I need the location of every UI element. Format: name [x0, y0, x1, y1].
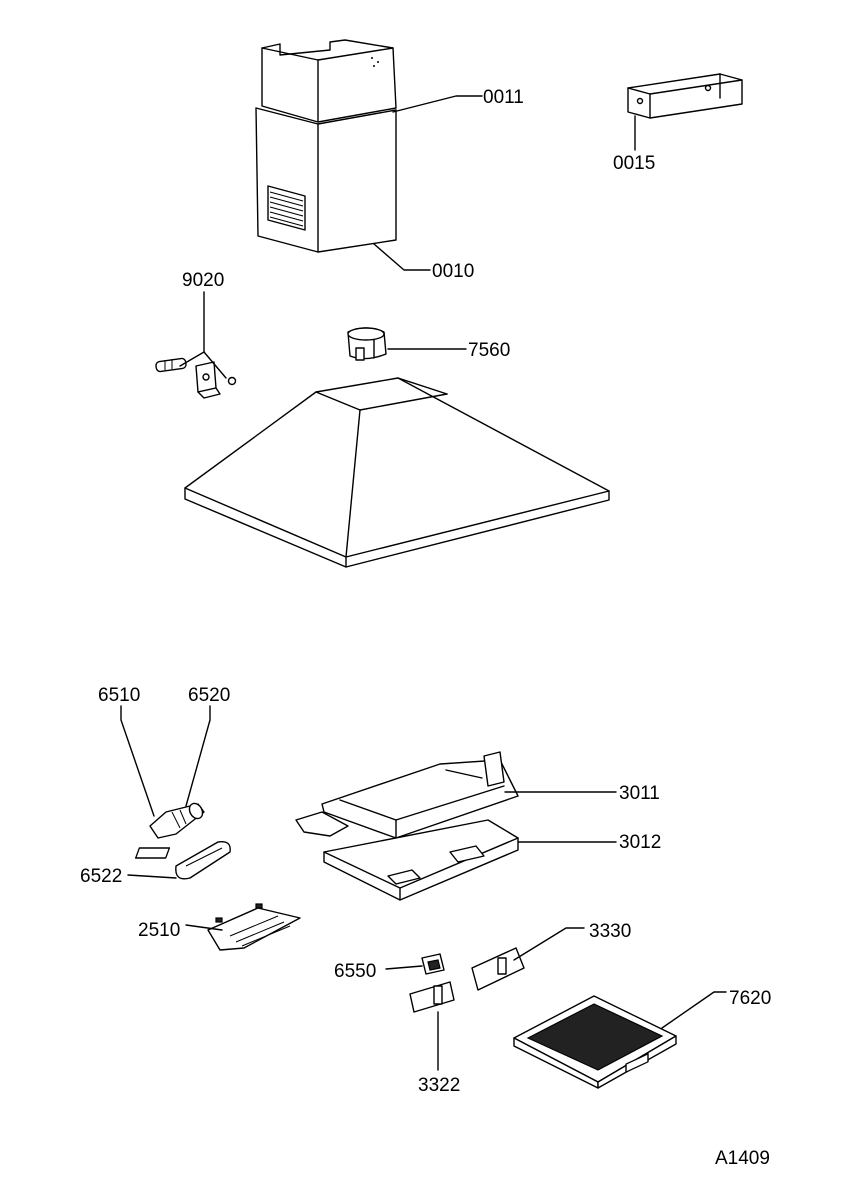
- label-6520: 6520: [188, 685, 230, 706]
- diagram-code: A1409: [715, 1148, 770, 1169]
- label-7560: 7560: [468, 340, 510, 361]
- label-0011: 0011: [483, 87, 524, 108]
- label-0015: 0015: [613, 153, 655, 174]
- label-9020: 9020: [182, 270, 224, 291]
- part-0015-wall-bracket: [627, 73, 743, 119]
- vent-grille: [267, 185, 306, 231]
- label-0010: 0010: [432, 261, 474, 282]
- label-3012: 3012: [619, 832, 661, 853]
- part-0010-lower-chimney: [255, 107, 397, 253]
- part-3322-button-cap: [409, 981, 455, 1013]
- label-7620: 7620: [729, 988, 771, 1009]
- label-3330: 3330: [589, 921, 631, 942]
- label-3322: 3322: [418, 1075, 460, 1096]
- label-6550: 6550: [334, 961, 376, 982]
- part-0011-upper-chimney: [261, 39, 397, 123]
- label-6510: 6510: [98, 685, 140, 706]
- part-6522-lamp-lens: [175, 841, 231, 880]
- label-2510: 2510: [138, 920, 180, 941]
- part-9020-fixing-kit: [155, 357, 237, 399]
- part-3012-filter-frame: [134, 819, 519, 901]
- part-7560-motor: [347, 327, 387, 361]
- leader-lines: [120, 95, 727, 1071]
- hood-canopy: [184, 377, 610, 568]
- part-3330-push-button: [471, 947, 525, 991]
- label-3011: 3011: [619, 783, 660, 804]
- part-7620-carbon-filter: [513, 995, 677, 1089]
- label-6522: 6522: [80, 866, 122, 887]
- part-6510-6520-lamp: [149, 802, 205, 839]
- part-2510-light-cover: [207, 903, 301, 951]
- part-labels: 0011 0015 0010 9020 7560 6510 6520 3011 …: [80, 87, 771, 1169]
- part-6550-switch: [421, 953, 445, 975]
- part-3011-control-housing: [295, 751, 519, 839]
